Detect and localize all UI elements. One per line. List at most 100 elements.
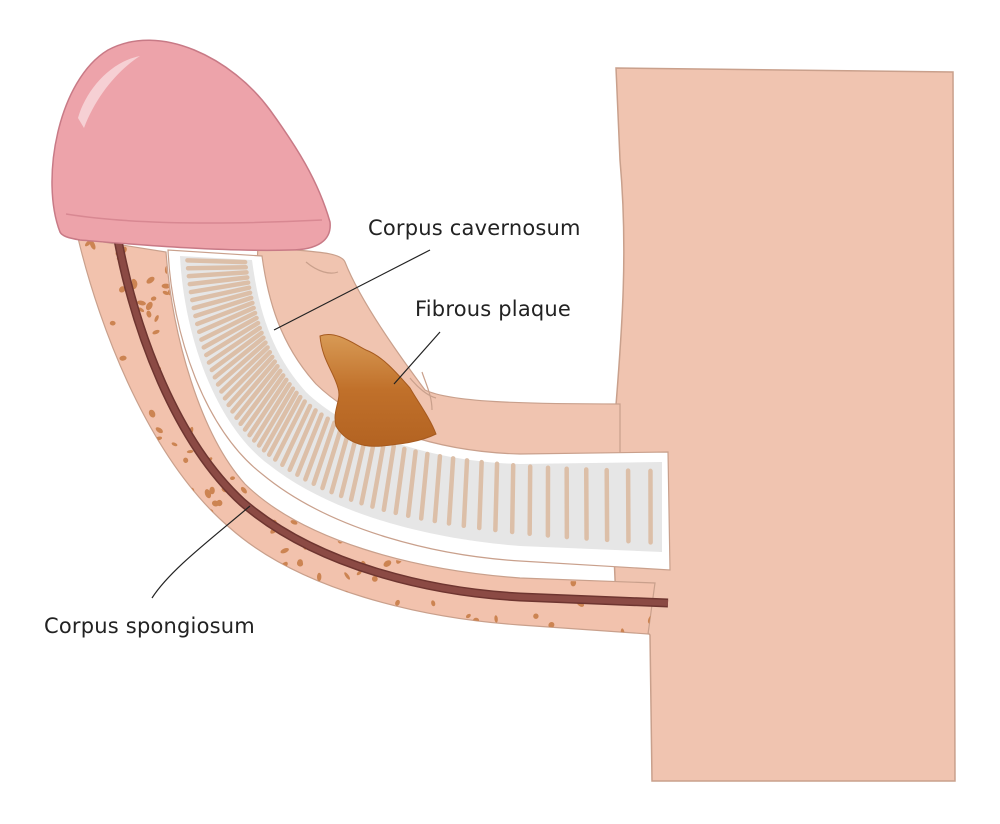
tissue-spot xyxy=(296,560,304,567)
tissue-spot xyxy=(371,258,377,268)
tissue-spot xyxy=(554,250,560,258)
tissue-spot xyxy=(385,620,392,626)
tissue-spot xyxy=(118,403,124,409)
septum xyxy=(338,431,360,499)
septum xyxy=(185,258,248,265)
tissue-spot xyxy=(275,616,280,622)
tissue-spot xyxy=(90,515,101,520)
tissue-spot xyxy=(481,364,488,372)
septum xyxy=(247,377,289,438)
tissue-spot xyxy=(201,554,208,561)
tissue-spot xyxy=(102,539,110,544)
tissue-spot xyxy=(171,442,178,447)
tissue-spot xyxy=(472,377,479,386)
tissue-spot xyxy=(100,432,107,441)
tissue-spot xyxy=(278,503,287,510)
cavernosum-septa xyxy=(185,258,653,545)
tissue-spot xyxy=(152,329,160,335)
septum xyxy=(251,382,292,443)
fibrous-plaque xyxy=(319,334,437,447)
tissue-spot xyxy=(470,344,477,351)
tissue-spot xyxy=(531,633,539,634)
tissue-spot xyxy=(119,355,127,361)
tissue-spot xyxy=(465,613,471,619)
tissue-spot xyxy=(433,266,441,272)
tissue-spot xyxy=(462,258,468,264)
tissue-spot xyxy=(87,459,93,466)
septum xyxy=(446,456,456,526)
tissue-spot xyxy=(543,379,551,385)
tissue-spot xyxy=(150,296,157,301)
tissue-spot xyxy=(499,392,507,401)
tissue-spot xyxy=(253,485,259,492)
tissue-spot xyxy=(125,554,134,561)
tissue-spot xyxy=(229,639,237,647)
tissue-spot xyxy=(419,549,428,555)
label-fibrous-plaque: Fibrous plaque xyxy=(415,297,572,321)
tissue-spot xyxy=(259,612,265,617)
tissue-spot xyxy=(433,370,439,374)
septum xyxy=(226,354,275,408)
septum xyxy=(405,449,418,518)
septum xyxy=(234,364,280,420)
tissue-spot xyxy=(590,341,595,349)
tissue-spot xyxy=(78,452,87,459)
tissue-spot xyxy=(239,553,243,563)
tissue-spot xyxy=(513,351,520,357)
tissue-spot xyxy=(146,276,155,284)
septum xyxy=(204,320,261,358)
tissue-spot xyxy=(290,520,298,525)
tissue-spot xyxy=(470,336,478,341)
tissue-spot xyxy=(383,560,392,567)
septum xyxy=(461,458,470,529)
tissue-spot xyxy=(431,647,439,651)
tissue-spot xyxy=(155,427,163,434)
tissue-spot xyxy=(371,576,378,582)
septum xyxy=(209,330,264,373)
tissue-spot xyxy=(235,594,243,599)
tissue-spot xyxy=(186,450,194,454)
tissue-spot xyxy=(177,579,183,586)
tissue-spot xyxy=(214,565,219,571)
tissue-spot xyxy=(485,265,492,276)
septum xyxy=(287,408,318,473)
tissue-spot xyxy=(129,416,134,425)
tissue-spot xyxy=(109,320,116,326)
tissue-spot xyxy=(89,240,96,250)
tissue-spot xyxy=(119,286,126,293)
septum xyxy=(476,459,484,531)
septum xyxy=(230,359,278,414)
tissue-spot xyxy=(316,572,322,582)
leader-spongiosum xyxy=(151,505,251,599)
tissue-spot xyxy=(558,273,562,280)
tissue-spot xyxy=(78,281,82,288)
tissue-spot xyxy=(370,629,375,634)
tissue-spot xyxy=(463,272,474,279)
septum xyxy=(238,368,283,427)
tissue-spot xyxy=(78,544,79,553)
tissue-spot xyxy=(138,307,145,313)
tissue-spot xyxy=(520,371,527,378)
septum xyxy=(359,437,377,506)
septum xyxy=(193,295,254,319)
tissue-spot xyxy=(390,636,394,642)
tissue-spot xyxy=(172,510,179,517)
septum xyxy=(493,461,500,533)
tissue-spot xyxy=(365,608,374,613)
tissue-spot xyxy=(280,548,289,554)
tissue-spot xyxy=(504,343,514,349)
tissue-spot xyxy=(526,333,533,342)
tissue-spot xyxy=(156,596,163,602)
tissue-spot xyxy=(209,486,215,495)
tissue-spot xyxy=(183,457,189,463)
tissue-spot xyxy=(101,334,107,342)
septum xyxy=(320,424,344,491)
tissue-spot xyxy=(175,586,184,590)
glans-highlight xyxy=(78,56,140,128)
septum xyxy=(187,275,250,287)
tissue-spot xyxy=(582,386,591,393)
tissue-spot xyxy=(230,476,235,481)
tissue-spot xyxy=(181,499,186,506)
tissue-spot xyxy=(205,577,211,581)
